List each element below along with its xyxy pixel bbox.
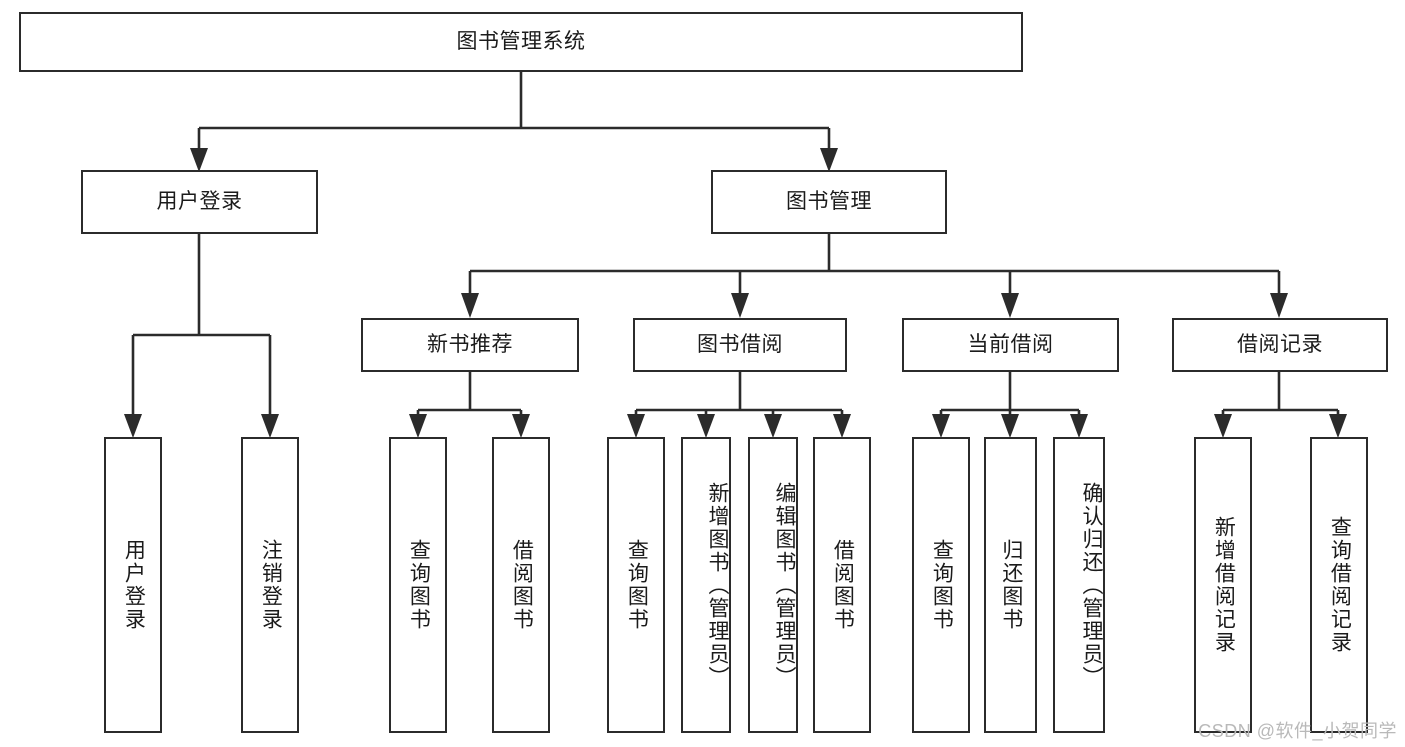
leaf-user-login-login[interactable]: 用户登录 (104, 437, 162, 733)
node-root[interactable]: 图书管理系统 (19, 12, 1023, 72)
node-user-login[interactable]: 用户登录 (81, 170, 318, 234)
edge-book-mgmt-to-level2 (461, 234, 1288, 318)
leaf-current-borrow-return[interactable]: 归还图书 (984, 437, 1037, 733)
leaf-book-borrow-query[interactable]: 查询图书 (607, 437, 665, 733)
leaf-new-book-query[interactable]: 查询图书 (389, 437, 447, 733)
node-new-book-recommend[interactable]: 新书推荐 (361, 318, 579, 372)
leaf-borrow-record-add[interactable]: 新增借阅记录 (1194, 437, 1252, 733)
leaf-user-login-logout[interactable]: 注销登录 (241, 437, 299, 733)
edge-current-borrow-to-leaves (932, 372, 1088, 438)
edge-book-borrow-to-leaves (627, 372, 851, 438)
edge-user-login-to-leaves (124, 234, 279, 438)
edge-new-book-to-leaves (409, 372, 530, 438)
leaf-book-borrow-lend[interactable]: 借阅图书 (813, 437, 871, 733)
leaf-book-borrow-edit[interactable]: 编辑图书（管理员） (748, 437, 798, 733)
leaf-current-borrow-query[interactable]: 查询图书 (912, 437, 970, 733)
leaf-borrow-record-query[interactable]: 查询借阅记录 (1310, 437, 1368, 733)
leaf-current-borrow-confirm-return[interactable]: 确认归还（管理员） (1053, 437, 1105, 733)
edge-root-to-level1 (190, 71, 838, 172)
edge-borrow-record-to-leaves (1214, 372, 1347, 438)
node-current-borrow[interactable]: 当前借阅 (902, 318, 1119, 372)
node-book-management[interactable]: 图书管理 (711, 170, 947, 234)
node-borrow-record[interactable]: 借阅记录 (1172, 318, 1388, 372)
node-book-borrow[interactable]: 图书借阅 (633, 318, 847, 372)
leaf-new-book-borrow[interactable]: 借阅图书 (492, 437, 550, 733)
csdn-watermark: CSDN @软件_小贺同学 (1198, 721, 1397, 741)
leaf-book-borrow-add[interactable]: 新增图书（管理员） (681, 437, 731, 733)
